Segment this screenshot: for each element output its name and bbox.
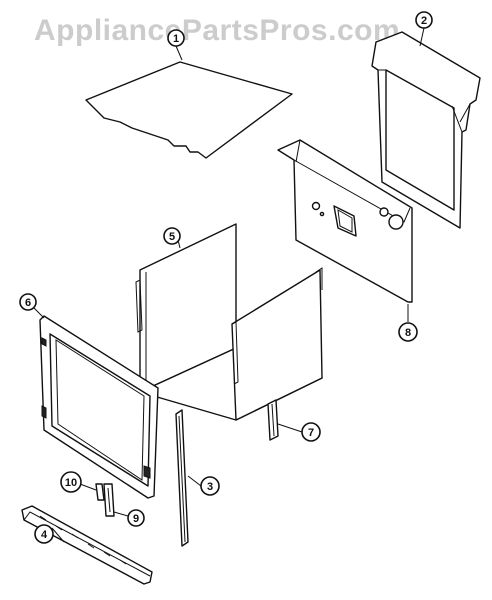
part-7-bracket (267, 399, 279, 441)
part-9-strip (103, 483, 115, 517)
callout-1-label: 1 (173, 33, 179, 45)
part-1-top-panel (85, 61, 293, 159)
callout-1: 1 (167, 29, 185, 47)
part-8-back-panel (277, 139, 413, 303)
callout-2-label: 2 (421, 15, 427, 27)
part-10-clip (95, 483, 105, 501)
callout-3: 3 (200, 476, 220, 496)
callout-8: 8 (398, 322, 418, 342)
callout-10: 10 (60, 471, 82, 493)
callout-2: 2 (415, 11, 433, 29)
callout-7: 7 (301, 422, 321, 442)
callout-4: 4 (34, 524, 54, 544)
part-2-frame (371, 31, 481, 229)
callout-3-label: 3 (207, 481, 213, 493)
leader-lines (33, 27, 425, 543)
watermark-text: AppliancePartsPros.com (34, 14, 400, 47)
part-3-vertical-trim (175, 409, 189, 547)
part-6-door-frame (39, 315, 159, 499)
callout-7-label: 7 (308, 427, 314, 439)
callout-9-label: 9 (133, 513, 139, 525)
part-4-bottom-rail (21, 505, 153, 585)
callout-10-label: 10 (65, 477, 77, 489)
callout-6: 6 (19, 293, 37, 311)
callout-5-label: 5 (169, 231, 175, 243)
callout-8-label: 8 (405, 327, 411, 339)
callout-5: 5 (163, 227, 181, 245)
callout-4-label: 4 (41, 529, 48, 541)
callout-6-label: 6 (25, 297, 31, 309)
callout-9: 9 (127, 509, 145, 527)
part-5-cabinet-box (135, 223, 323, 421)
